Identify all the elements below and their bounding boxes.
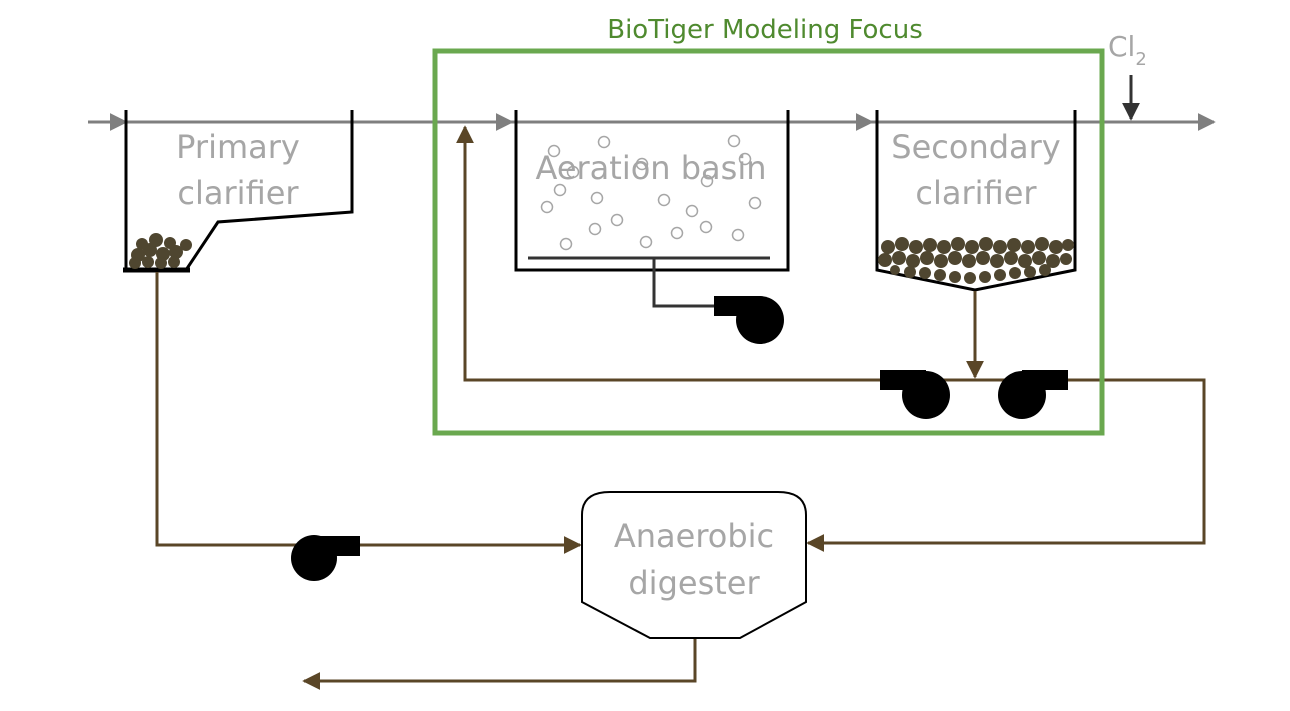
aeration-basin-label: Aeration basin (535, 149, 766, 187)
modeling-focus-label: BioTiger Modeling Focus (607, 15, 923, 45)
primary-sludge-pump-icon (291, 535, 360, 581)
anaerobic-digester: Anaerobic digester (581, 491, 807, 639)
secondary-clarifier: Secondary clarifier (875, 110, 1077, 292)
aeration-basin-tank (514, 110, 790, 272)
secondary-clarifier-tank (875, 110, 1077, 292)
digester-label-line1: Anaerobic (614, 517, 774, 555)
primary-sludge-icon (129, 233, 192, 269)
sludge-lines (155, 125, 1206, 690)
modeling-focus-region: BioTiger Modeling Focus (432, 15, 1105, 436)
secondary-sludge-icon (878, 237, 1074, 284)
ras-pump-icon (880, 370, 950, 419)
digester-label-line2: digester (628, 564, 760, 602)
primary-clarifier-label-line1: Primary (176, 128, 300, 166)
modeling-focus-box (432, 48, 1105, 436)
secondary-clarifier-label-line1: Secondary (891, 128, 1060, 166)
digested-sludge-arrow (302, 638, 697, 690)
digester-vessel (581, 491, 807, 639)
bubble-icon (540, 134, 762, 251)
was-pump-icon (998, 370, 1068, 419)
primary-clarifier-tank (124, 110, 354, 272)
blower-pump-icon (714, 296, 784, 344)
chlorine-label: Cl2 (1108, 30, 1147, 70)
chlorine-dosing: Cl2 (1108, 30, 1147, 121)
primary-clarifier: Primary clarifier (123, 110, 354, 273)
aeration-basin: Aeration basin (514, 110, 790, 308)
primary-clarifier-label-line2: clarifier (177, 174, 299, 212)
secondary-clarifier-label-line2: clarifier (915, 174, 1037, 212)
return-sludge-arrow (456, 125, 975, 382)
air-supply-line (652, 258, 716, 308)
primary-sludge-arrow (155, 272, 582, 554)
waste-sludge-arrow (806, 378, 1206, 552)
